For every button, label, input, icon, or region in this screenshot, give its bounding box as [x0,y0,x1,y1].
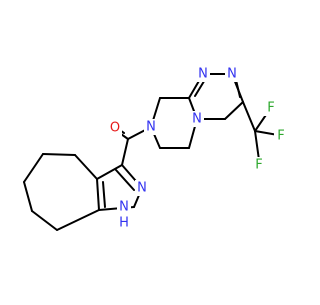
bond-cyclo-e [31,210,58,231]
bond-f-bottom [254,130,260,161]
bond-pyrazole-a-double [115,169,135,191]
atom-n-bridge: N [192,112,202,127]
molecule-diagram: O N N N N N N H F F F [23,66,288,231]
atom-label-layer: O N N N N N N H F F F [108,66,288,231]
structure-canvas: O N N N N N N H F F F [23,66,288,231]
atom-nh-hydrogen: H [119,216,129,231]
bond-cyclo-f [56,209,100,231]
atom-n-triazole-top-left: N [198,67,208,82]
bond-cyclo-c [23,153,44,183]
atom-oxygen: O [110,121,120,136]
bond-carbonyl-pyrazole [121,138,129,166]
atom-n-pyrazole: N [137,181,147,196]
bond-pyrazole-e [96,164,123,180]
atom-f-right: F [277,129,284,144]
atom-f-bottom: F [255,158,262,173]
atom-nh-pyrazole: N [119,200,129,215]
atom-f-top: F [267,101,274,116]
bond-cf3 [242,101,256,132]
bond-layer [23,73,279,231]
atom-n-triazole-top-right: N [227,67,237,82]
atom-n-amide: N [146,120,156,135]
bond-cyclo-a [74,154,98,180]
bond-triazole-c-double [235,79,241,98]
bond-pyrazole-d [96,178,100,211]
bond-triazole-d [224,101,244,120]
bond-cyclo-b [42,153,76,156]
bond-pyrazole-d-double [102,181,106,208]
bond-cyclo-d [23,181,33,212]
